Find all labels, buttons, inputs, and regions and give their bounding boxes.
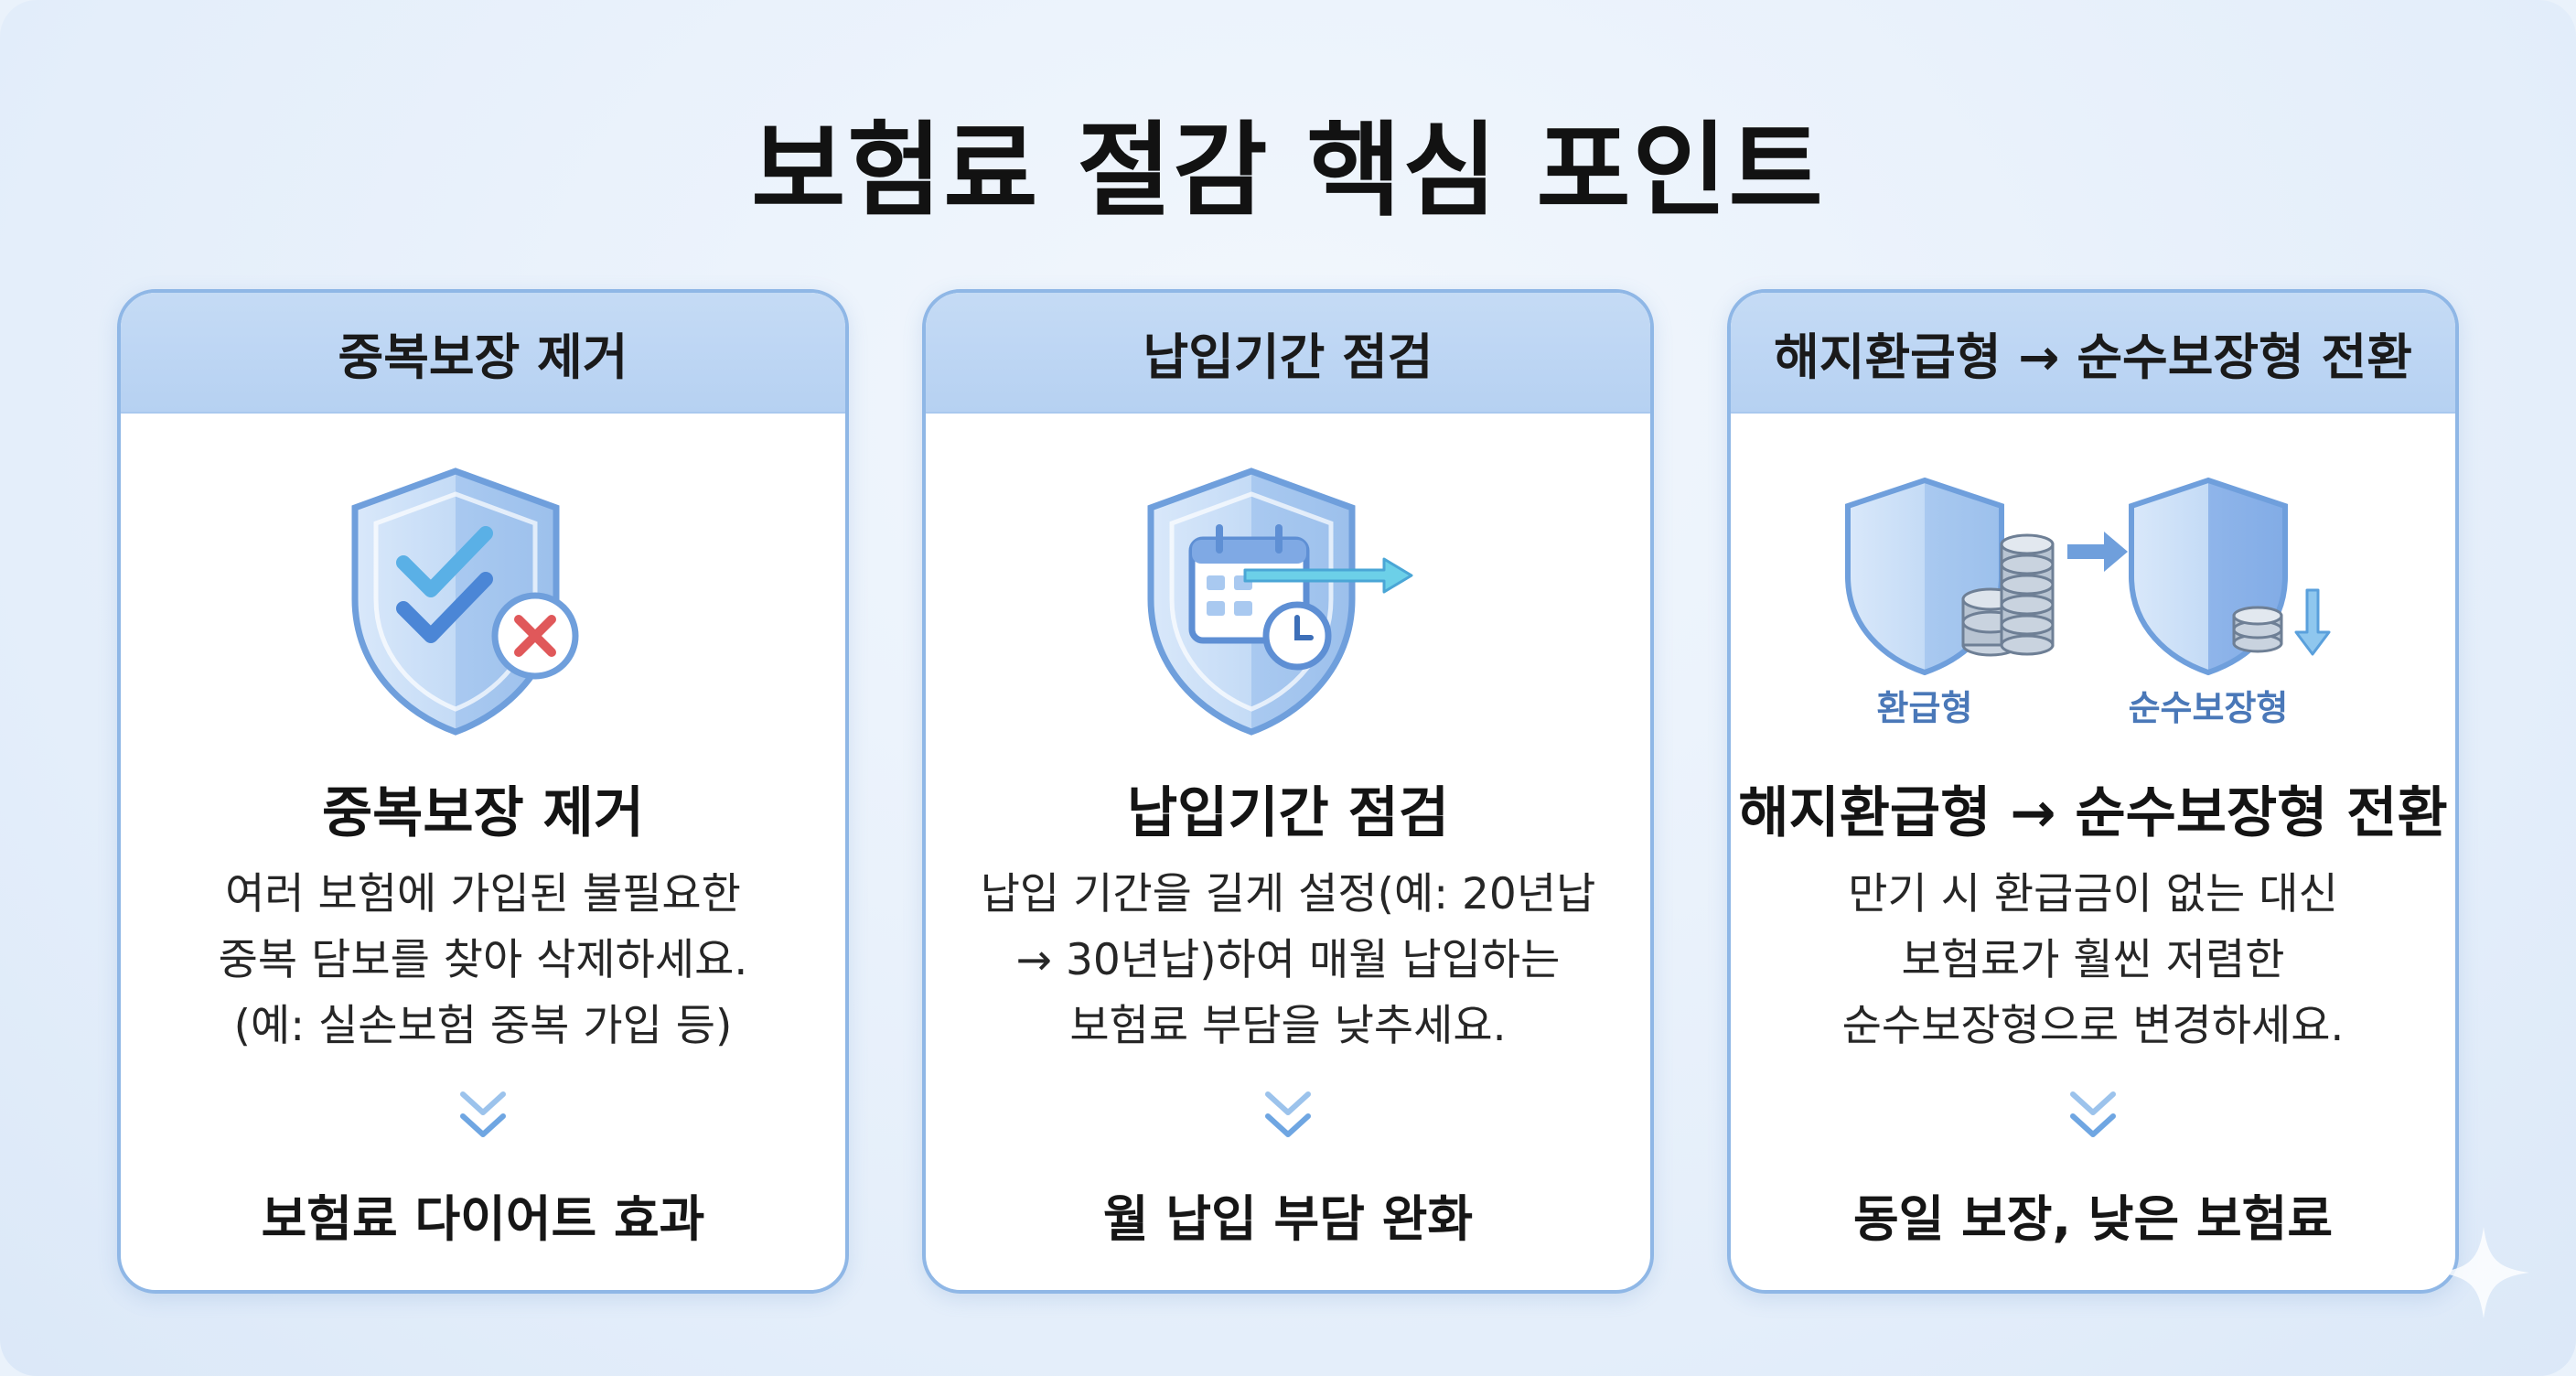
double-chevron-down-icon [926,1087,1650,1151]
shield-calendar-clock-icon [926,453,1650,755]
description-line: 보험료 부담을 낮추세요. [1069,1001,1507,1051]
card-result: 동일 보장, 낮은 보험료 [1852,1190,2334,1248]
description-line: 보험료가 훨씬 저렴한 [1901,935,2285,985]
description-line: 여러 보험에 가입된 불필요한 [225,869,741,919]
card-duplicate-coverage: 중복보장 제거 중복보장 제거 [117,289,849,1294]
description-line: 납입 기간을 길게 설정(예: 20년납 [980,869,1596,919]
description-line: (예: 실손보험 중복 가입 등) [233,1001,733,1051]
card-header: 납입기간 점검 [926,293,1650,414]
shield-check-x-icon [121,453,845,755]
description-line: 중복 담보를 찾아 삭제하세요. [218,935,748,985]
card-header: 해지환급형 → 순수보장형 전환 [1731,293,2455,414]
icon-label-pure: 순수보장형 [2129,688,2289,728]
card-result: 보험료 다이어트 효과 [261,1190,705,1248]
card-description: 만기 시 환급금이 없는 대신 보험료가 훨씬 저렴한 순수보장형으로 변경하세… [1758,862,2428,1059]
description-line: → 30년납)하여 매월 납입하는 [1015,935,1561,985]
card-payment-period: 납입기간 점검 [922,289,1654,1294]
card-description: 납입 기간을 길게 설정(예: 20년납 → 30년납)하여 매월 납입하는 보… [953,862,1623,1059]
card-title: 납입기간 점검 [1126,781,1450,845]
description-line: 만기 시 환급금이 없는 대신 [1848,869,2338,919]
card-refund-to-pure-coverage: 해지환급형 → 순수보장형 전환 [1727,289,2459,1294]
description-line: 순수보장형으로 변경하세요. [1841,1001,2345,1051]
double-chevron-down-icon [1731,1087,2455,1151]
page-title: 보험료 절감 핵심 포인트 [751,112,1825,231]
card-result: 월 납입 부담 완화 [1102,1190,1474,1248]
icon-label-refund: 환급형 [1877,688,1973,728]
card-title: 중복보장 제거 [321,781,645,845]
double-chevron-down-icon [121,1087,845,1151]
card-header: 중복보장 제거 [121,293,845,414]
shield-coins-transition-icon: 환급형 순수보장형 [1731,453,2455,755]
card-title: 해지환급형 → 순수보장형 전환 [1738,781,2448,845]
card-description: 여러 보험에 가입된 불필요한 중복 담보를 찾아 삭제하세요. (예: 실손보… [148,862,818,1059]
sparkle-icon [2433,1222,2534,1327]
